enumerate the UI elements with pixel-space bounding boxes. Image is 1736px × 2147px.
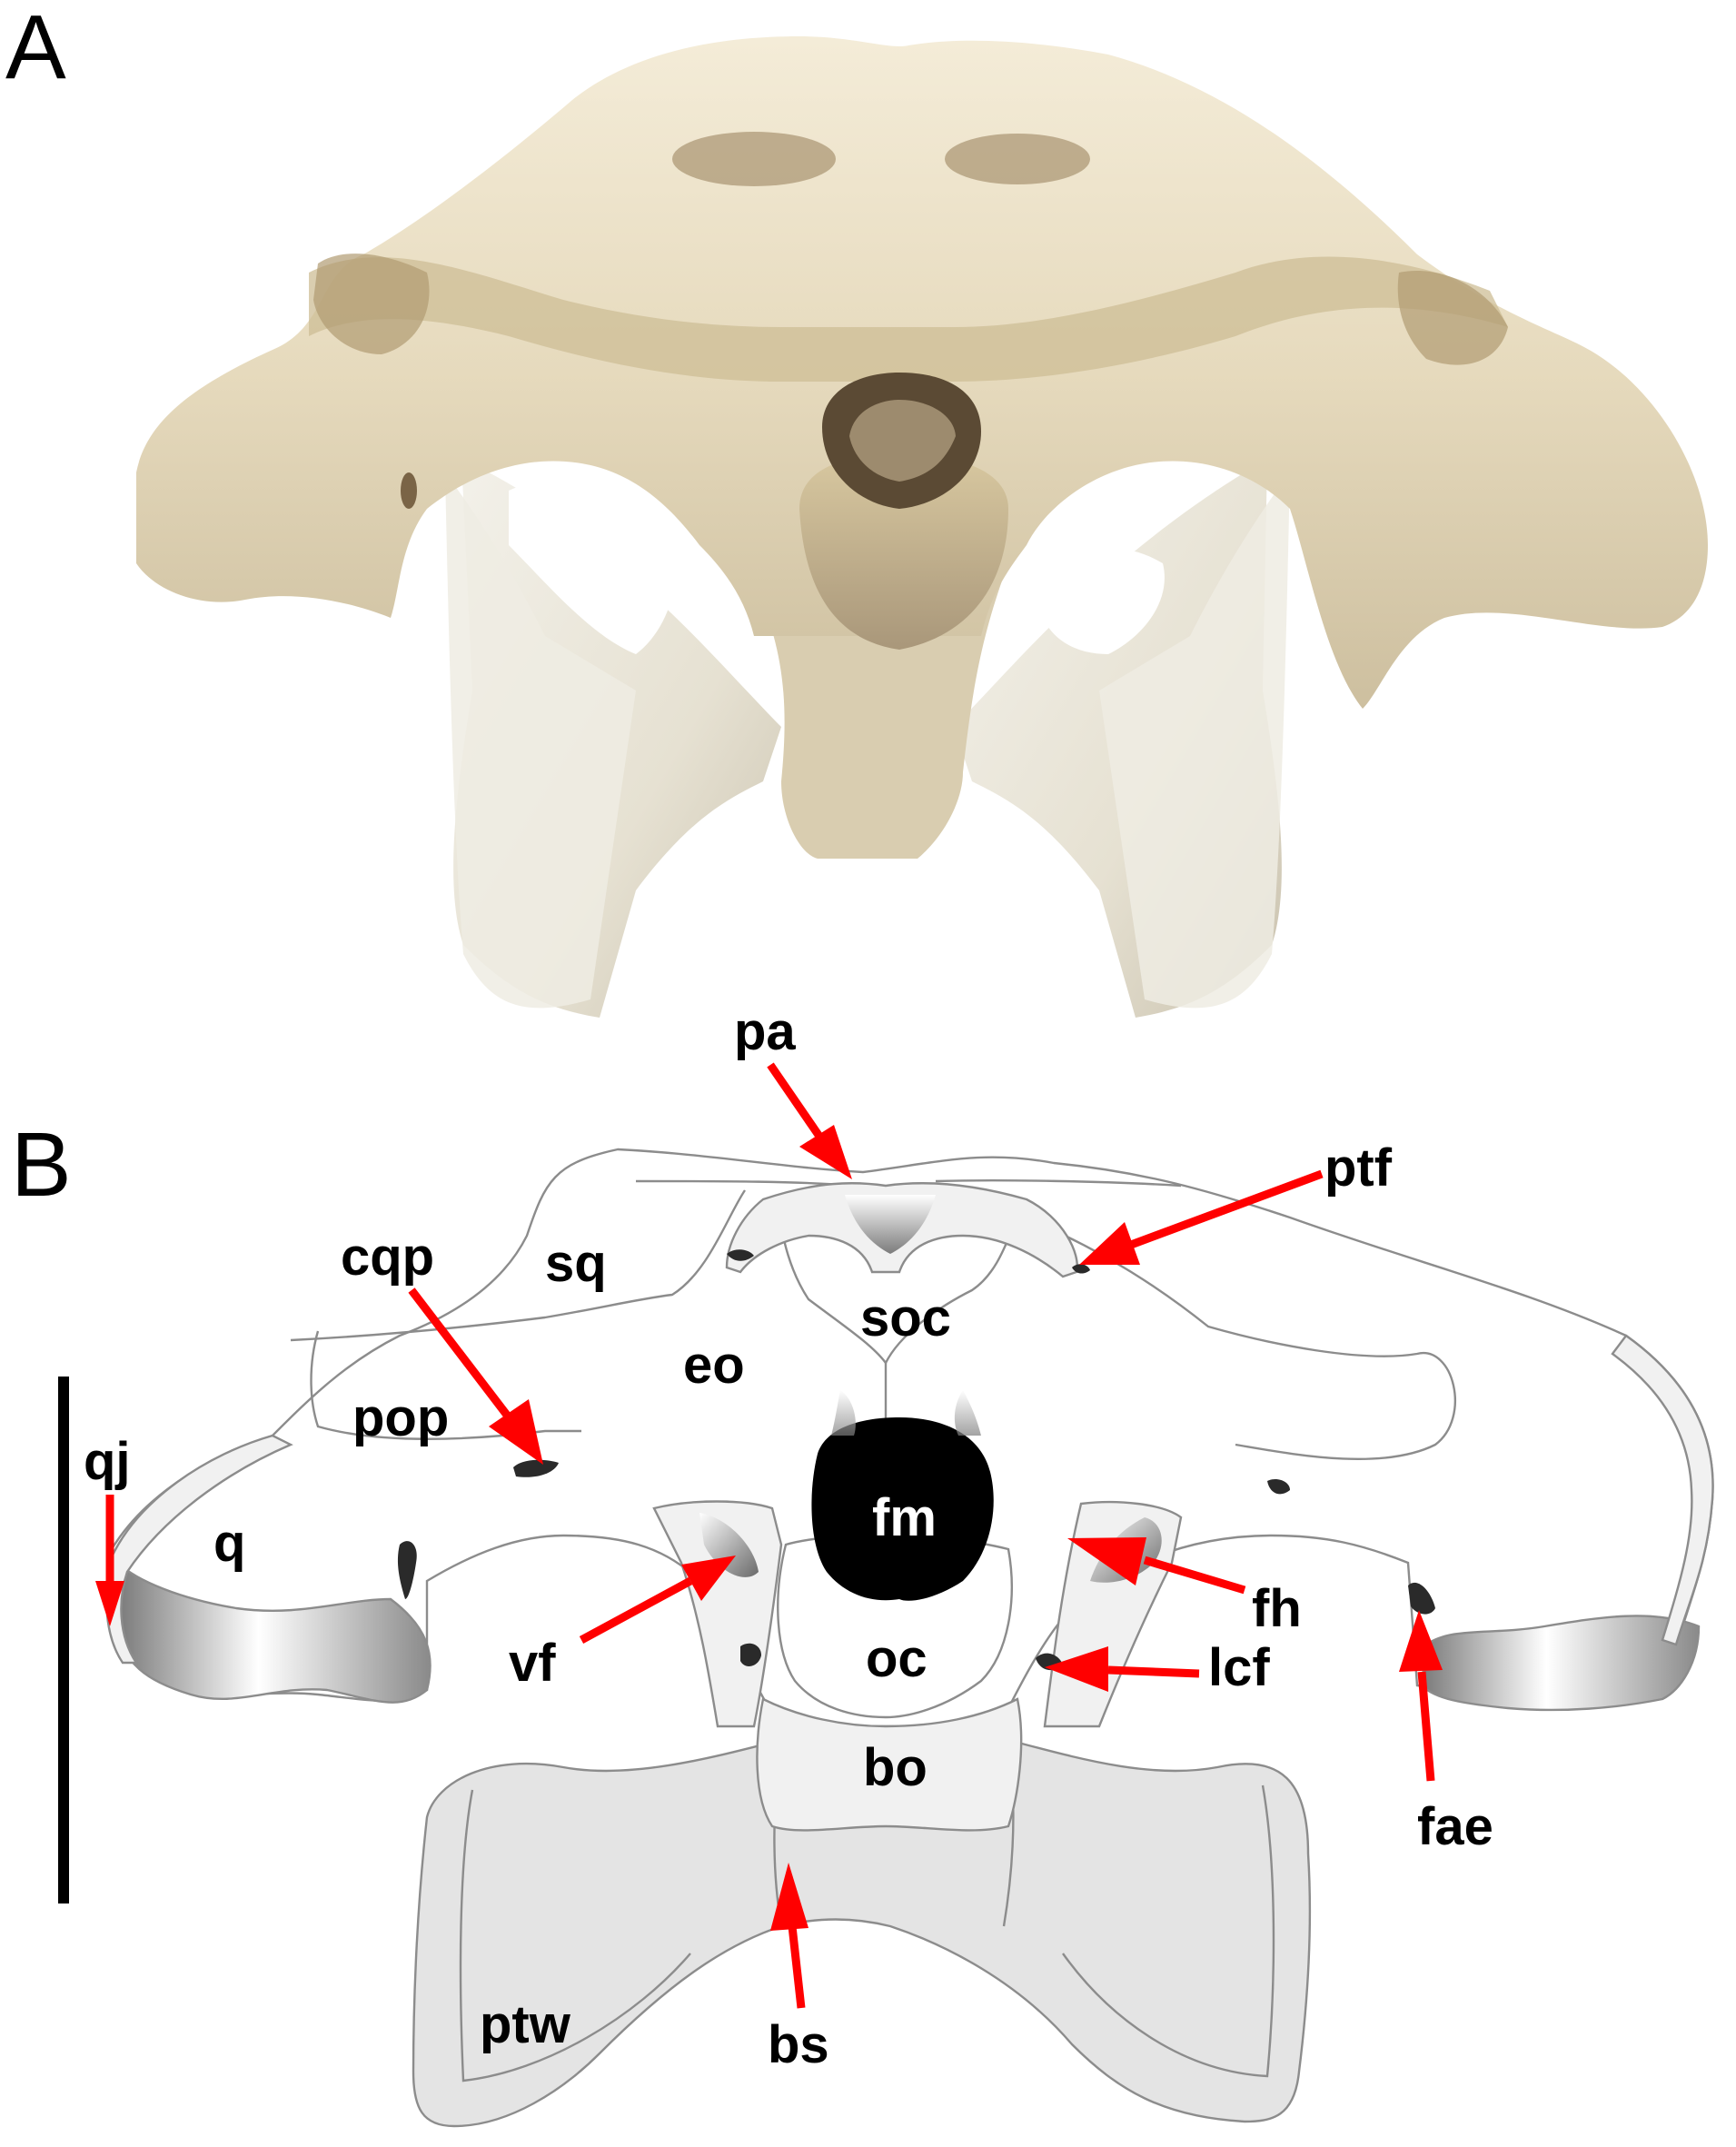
left-vf-groove	[699, 1513, 759, 1577]
parietal-dip	[845, 1195, 936, 1254]
label-fm: fm	[872, 1488, 937, 1547]
label-q: q	[213, 1514, 245, 1573]
ptf-arrowhead	[1079, 1222, 1140, 1265]
label-cqp: cqp	[341, 1228, 434, 1287]
bs-arrowhead	[770, 1863, 808, 1931]
left-muscle-scar-photo	[313, 253, 430, 354]
label-bs: bs	[768, 2015, 829, 2074]
label-eo: eo	[683, 1336, 745, 1395]
lcf-arrow	[1107, 1665, 1200, 1678]
anatomical-labels: pa ptf cqp sq soc eo pop qj q fm fh vf o…	[84, 1002, 1493, 2074]
panel-a-photo	[136, 36, 1708, 1018]
fae-arrow	[1417, 1671, 1435, 1782]
right-quadrate-surface	[1420, 1615, 1701, 1712]
right-ptw-inner	[1062, 1784, 1275, 2078]
right-pterygoid-lobe-photo	[1099, 472, 1290, 1009]
qj-arrowhead	[95, 1581, 124, 1626]
left-pterygoid-lobe-photo	[445, 472, 636, 1009]
right-dorsal-fossa-photo	[945, 134, 1090, 184]
label-qj: qj	[84, 1432, 131, 1491]
panel-b-letter: B	[11, 1114, 72, 1216]
left-fm-pad	[831, 1390, 856, 1436]
pa-arrow	[767, 1062, 826, 1143]
foramen-magnum-interior-photo	[849, 400, 956, 482]
left-dorsal-fossa-photo	[672, 132, 836, 186]
left-quadratojugal-sliver	[105, 1434, 293, 1665]
label-pa: pa	[734, 1002, 796, 1061]
label-bo: bo	[863, 1738, 928, 1797]
foramen-magnum	[811, 1417, 994, 1601]
fh-arrow	[1143, 1556, 1246, 1595]
right-fm-pad	[954, 1390, 981, 1436]
ptf-foramen-right	[1072, 1264, 1090, 1274]
label-fh: fh	[1252, 1579, 1302, 1638]
panel-b-drawing	[58, 1148, 1714, 2128]
label-fae: fae	[1417, 1797, 1493, 1856]
label-lcf: lcf	[1208, 1638, 1270, 1697]
nuchal-crest-photo	[309, 256, 1508, 382]
pa-arrowhead	[799, 1125, 852, 1179]
vf-arrow	[579, 1577, 693, 1644]
label-soc: soc	[860, 1288, 951, 1347]
label-oc: oc	[866, 1629, 928, 1688]
vf-arrowhead	[681, 1556, 736, 1601]
sq-eo-suture	[290, 1189, 746, 1342]
right-quadratojugal-sliver	[1611, 1334, 1714, 1646]
left-ptw-inner	[459, 1789, 691, 2082]
right-muscle-scar-photo	[1397, 271, 1508, 365]
basioccipital-plate	[756, 1697, 1023, 1832]
left-hypoglossal-foramen	[740, 1643, 761, 1666]
cqp-foramen	[513, 1459, 559, 1477]
occipital-condyle-photo	[799, 454, 1008, 650]
cqp-arrow	[408, 1287, 512, 1420]
lcf-arrowhead	[1045, 1646, 1108, 1692]
label-pop: pop	[352, 1388, 449, 1447]
right-lateral-opening-photo	[1036, 548, 1165, 654]
left-lateral-foramen-photo	[401, 472, 417, 509]
label-sq: sq	[545, 1234, 607, 1293]
soc-outline	[779, 1217, 1019, 1366]
panel-a-letter: A	[5, 0, 66, 98]
right-sq-suture	[1035, 1220, 1456, 1461]
ptf-foramen-left	[727, 1249, 754, 1261]
fae-arrowhead	[1399, 1610, 1443, 1672]
label-vf: vf	[509, 1634, 556, 1693]
scale-bar	[58, 1377, 69, 1903]
left-lateral-opening-photo	[509, 481, 677, 654]
label-ptw: ptw	[480, 1995, 571, 2054]
label-ptf: ptf	[1324, 1138, 1393, 1198]
cqp-arrowhead	[489, 1399, 543, 1465]
left-lateral-foramen	[397, 1541, 417, 1599]
right-small-foramen	[1267, 1479, 1290, 1495]
pop-outline	[310, 1330, 581, 1440]
annotation-arrows	[95, 1062, 1443, 2009]
fh-arrowhead	[1067, 1537, 1146, 1585]
basicranium-photo	[745, 563, 1008, 859]
fae-foramen	[1408, 1582, 1435, 1615]
bs-arrow	[788, 1925, 806, 2009]
ptf-arrow	[1129, 1169, 1324, 1249]
left-quadrate-surface	[116, 1560, 432, 1704]
